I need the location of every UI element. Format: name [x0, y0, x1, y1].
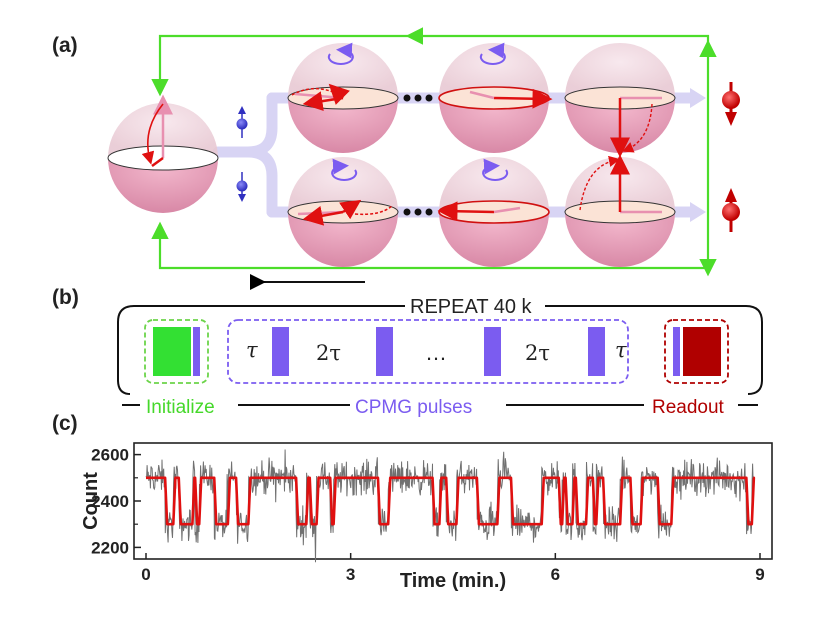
cpmg-label: CPMG pulses	[355, 397, 472, 418]
panel-a-label: (a)	[52, 34, 78, 57]
x-axis-title: Time (min.)	[400, 570, 506, 592]
tau-label-end: τ	[615, 338, 627, 362]
initialize-block	[144, 319, 209, 384]
repeat-bracket	[117, 305, 763, 406]
nuclear-spin-up-icon	[722, 188, 740, 232]
y-axis-title: Count	[80, 472, 102, 530]
dots-top	[403, 94, 433, 102]
rotation-icon	[327, 42, 354, 65]
spin-down-icon	[236, 172, 248, 202]
bloch-sphere-top-3	[564, 43, 676, 158]
x-tick-label: 0	[141, 565, 150, 584]
y-tick-label: 2400	[91, 492, 129, 511]
telegraph-fit-line	[146, 476, 756, 526]
nuclear-spin-down-icon	[722, 82, 740, 126]
branch-arrowheads	[690, 88, 706, 222]
y-tick-label: 2200	[91, 538, 129, 557]
readout-block	[664, 319, 729, 384]
panel-c-label: (c)	[52, 412, 78, 435]
bloch-sphere-top-1	[287, 42, 399, 153]
count-vs-time-chart: 0 3 6 9 2200 2400 2600 Time (min.) Count	[80, 442, 773, 592]
tau-label-start: τ	[246, 338, 258, 362]
bloch-sphere-top-2	[438, 42, 553, 153]
two-tau-label-1: 2τ	[316, 341, 341, 365]
feedback-loop	[151, 27, 717, 277]
two-tau-label-2: 2τ	[525, 341, 550, 365]
readout-label: Readout	[652, 397, 725, 418]
repeat-label: REPEAT 40 k	[410, 296, 533, 318]
top-row-spheres	[287, 42, 676, 158]
y-tick-label: 2600	[91, 446, 129, 465]
bottom-row-spheres	[287, 154, 676, 267]
cpmg-block	[227, 319, 629, 384]
bloch-sphere-bottom-3	[564, 154, 676, 267]
bloch-sphere-bottom-2	[437, 157, 550, 267]
rotation-icon	[482, 158, 509, 181]
pulse-ellipsis: …	[425, 340, 447, 365]
rotation-icon	[479, 42, 506, 65]
panel-b-label: (b)	[52, 286, 79, 309]
bloch-sphere-bottom-1	[287, 157, 399, 267]
axis-ticks: 0 3 6 9 2200 2400 2600	[91, 446, 765, 584]
initial-bloch-sphere	[107, 94, 219, 213]
telegraph-fit-trace	[146, 476, 756, 526]
spin-up-icon	[236, 106, 248, 138]
x-tick-label: 6	[551, 565, 560, 584]
initialize-label: Initialize	[146, 397, 215, 418]
x-tick-label: 9	[755, 565, 764, 584]
x-tick-label: 3	[346, 565, 355, 584]
dots-bottom	[403, 208, 433, 216]
rotation-icon	[331, 158, 358, 181]
